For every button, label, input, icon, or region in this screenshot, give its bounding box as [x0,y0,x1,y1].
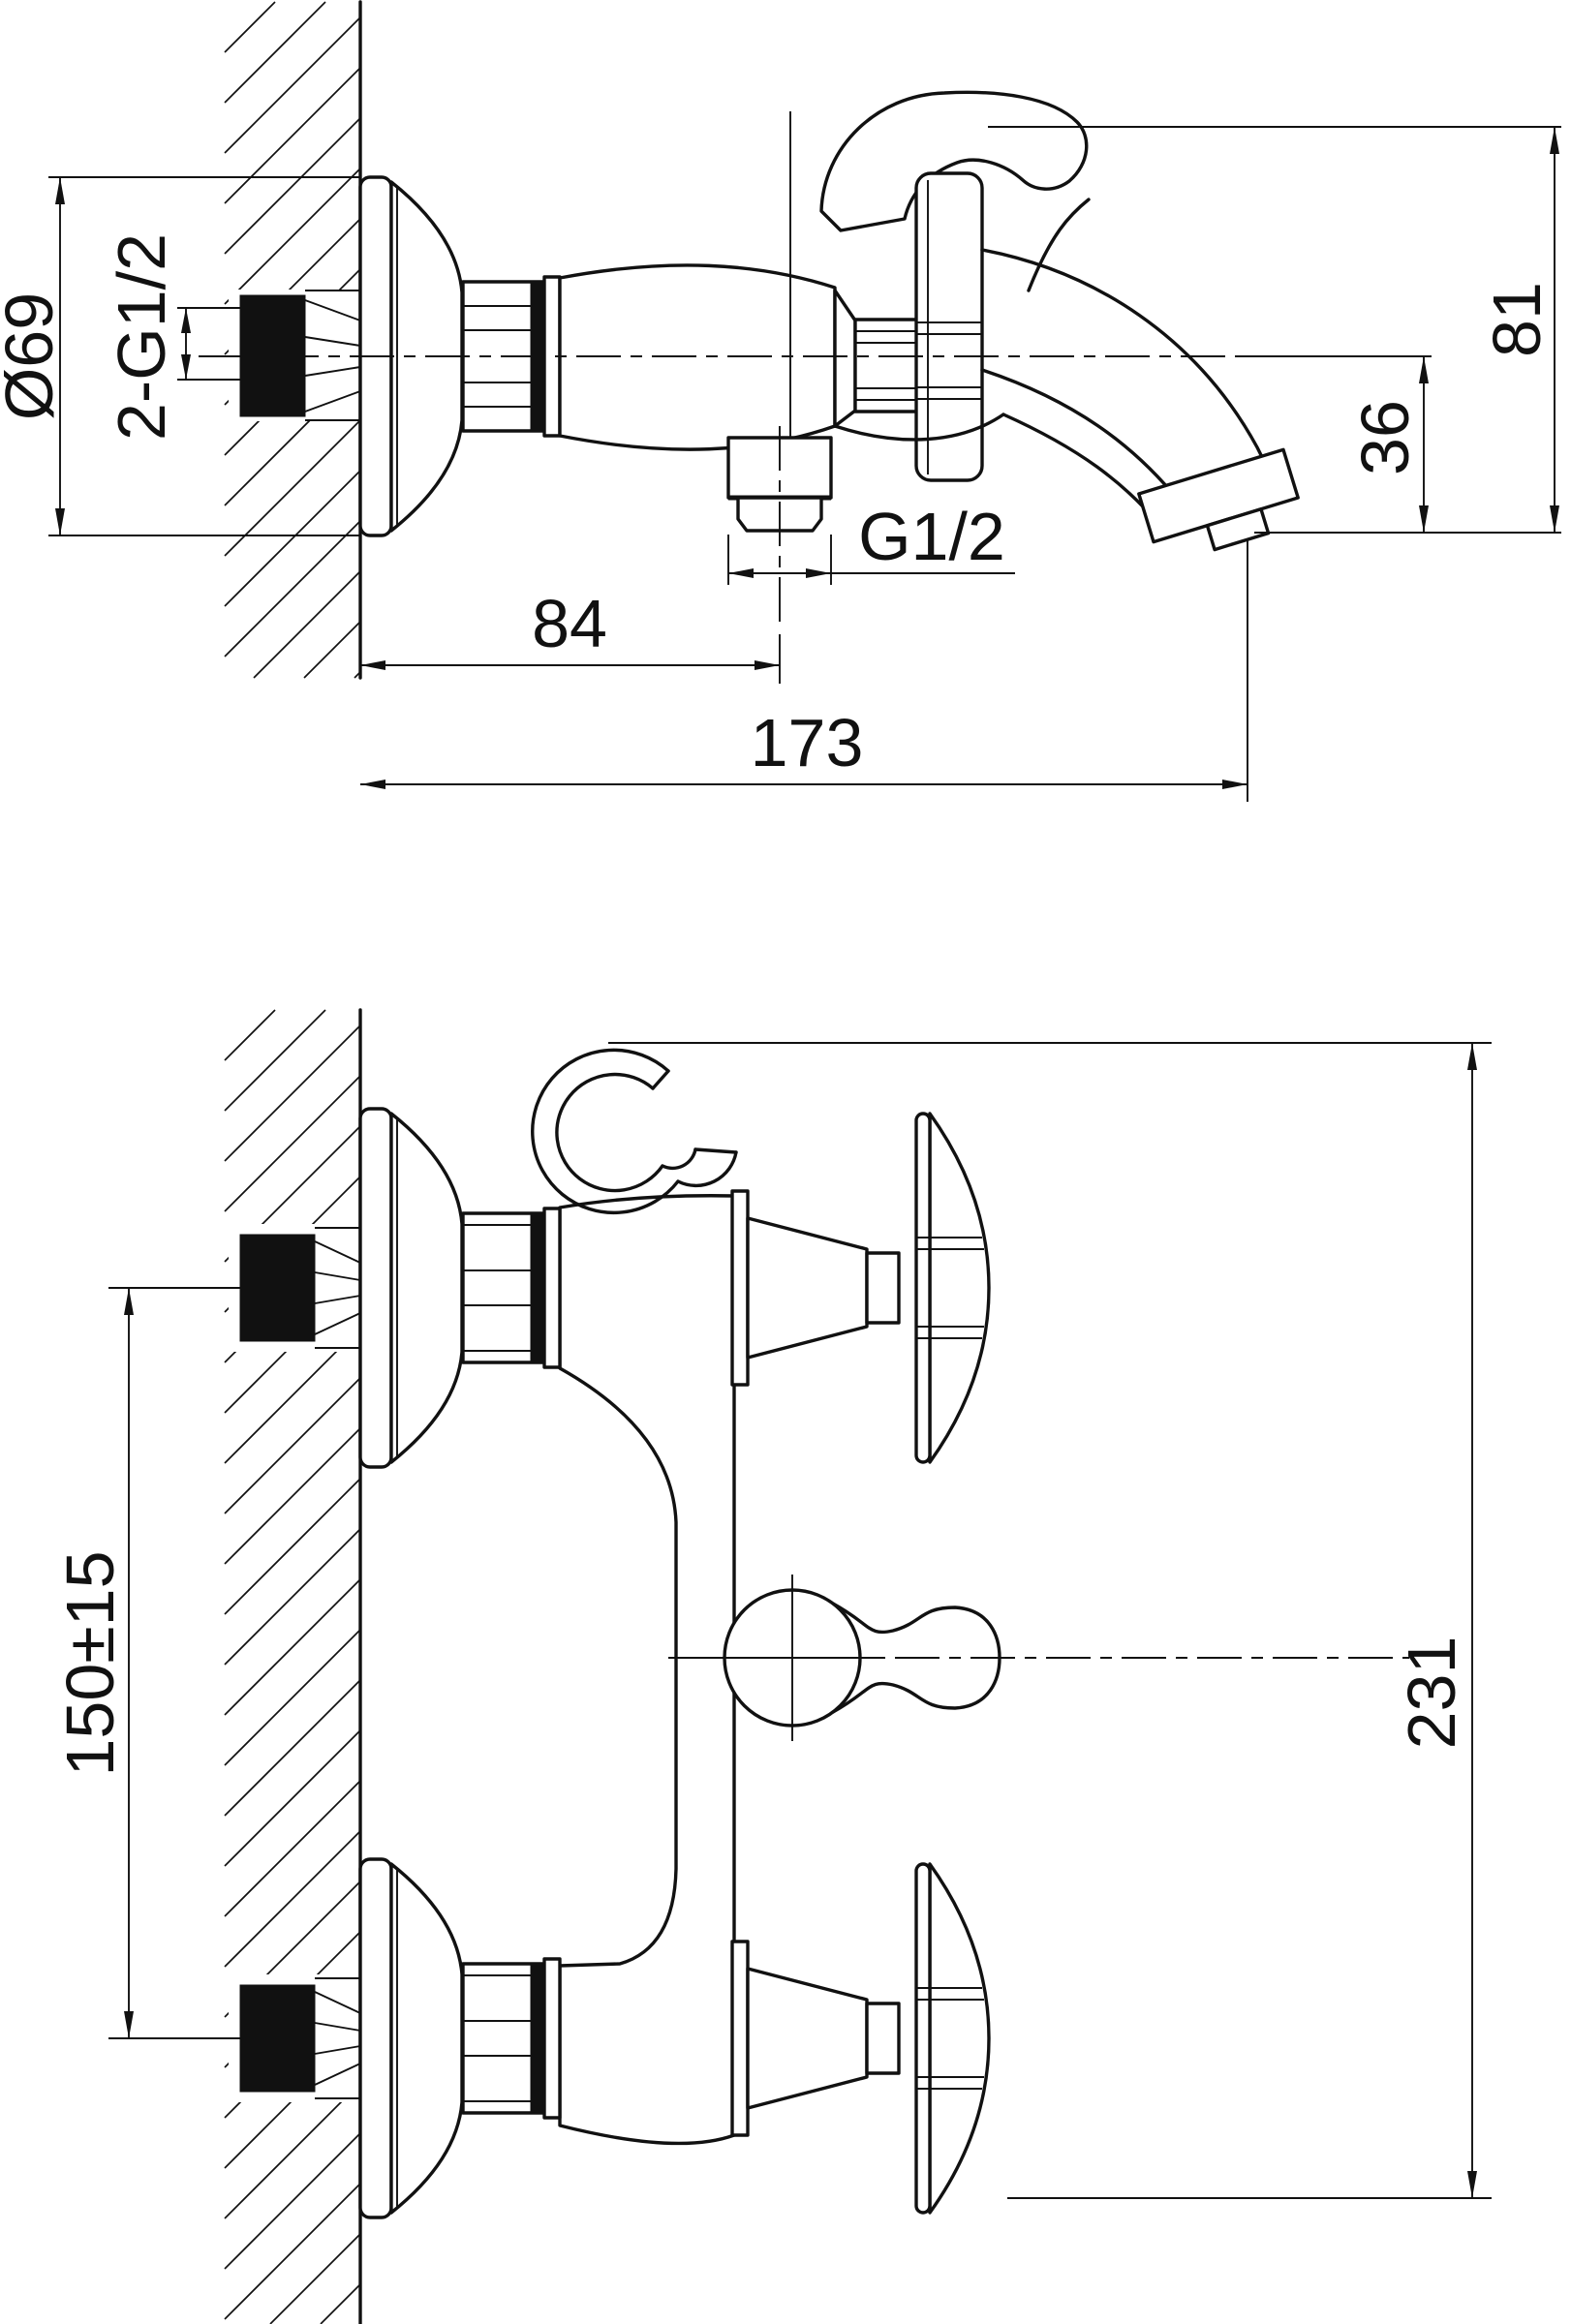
spout-side [833,248,1300,552]
dimension-wall-to-spout-tip: 173 [360,540,1248,802]
valve-cone-side [833,289,857,428]
dimension-spout-height: 81 [988,126,1561,534]
front-view: 150±15 231 [52,1008,1492,2324]
hatch-line [224,1478,361,1615]
hatch-line [224,1578,361,1716]
hatch-line [269,2233,361,2324]
wall-hatch-front [224,1009,361,2324]
hatch-line [224,2082,361,2219]
hatch-line [224,1,276,53]
valve-upper [730,1112,991,1464]
hatch-line [224,2132,361,2270]
hatch-line [224,1629,361,1766]
escutcheon-upper [358,1107,562,1469]
hatch-line [224,1075,361,1212]
lever-tip-edge [1027,198,1091,292]
hatch-line [224,67,361,204]
hatch-line [303,621,361,679]
hatch-line [224,470,361,607]
label-outlet-thread: G1/2 [858,499,1005,574]
side-view: Ø69 2-G1/2 G1/2 84 [0,0,1561,802]
dimension-flange-diameter: Ø69 [0,176,360,536]
dimension-inlet-thread: 2-G1/2 [104,233,242,441]
dimension-outlet-drop: 36 [1242,355,1432,533]
hatch-line [224,2183,361,2320]
label-inlet-thread: 2-G1/2 [104,233,179,441]
label-wall-to-spout-tip: 173 [751,705,864,780]
hatch-line [224,1377,361,1514]
hatch-line [253,570,361,679]
hatch-line [224,168,361,305]
hatch-line [224,16,361,154]
hatch-line [224,1729,361,1867]
label-flange-diameter: Ø69 [0,292,67,420]
dimension-inlet-spacing: 150±15 [52,1288,134,2038]
hatch-line [224,520,361,657]
escutcheon-lower [358,1857,562,2219]
label-outlet-drop: 36 [1347,400,1423,475]
hatch-line [224,1,326,104]
hatch-line [224,419,361,557]
handle-disc-side [914,171,984,482]
dimension-wall-to-outlet: 84 [360,586,781,684]
aerator [1137,447,1300,552]
hatch-line [224,1528,361,1666]
hatch-line [224,117,361,255]
label-spout-height: 81 [1479,282,1555,357]
dimension-outlet-thread: G1/2 [727,499,1015,585]
thread-block-lower [239,1984,316,2093]
wall-hatch-side [224,1,361,679]
hatch-line [224,1679,361,1817]
faucet-body-side [558,263,837,451]
faucet-body-front [558,1194,736,2146]
hatch-line [224,1009,276,1061]
hatch-line [224,1780,361,1917]
label-inlet-spacing: 150±15 [52,1550,128,1776]
shower-hook [531,1048,738,1215]
valve-lower [730,1862,991,2215]
label-wall-to-outlet: 84 [532,586,607,661]
valve-stem-side [853,318,920,413]
hatch-line [320,2283,361,2324]
dimension-overall-height: 231 [608,1042,1492,2199]
hatch-line [224,1427,361,1565]
hatch-line [224,1024,361,1162]
thread-block-upper [239,1234,316,1342]
label-overall-height: 231 [1394,1636,1469,1750]
hatch-line [224,1830,361,1968]
hatch-line [224,1009,326,1112]
